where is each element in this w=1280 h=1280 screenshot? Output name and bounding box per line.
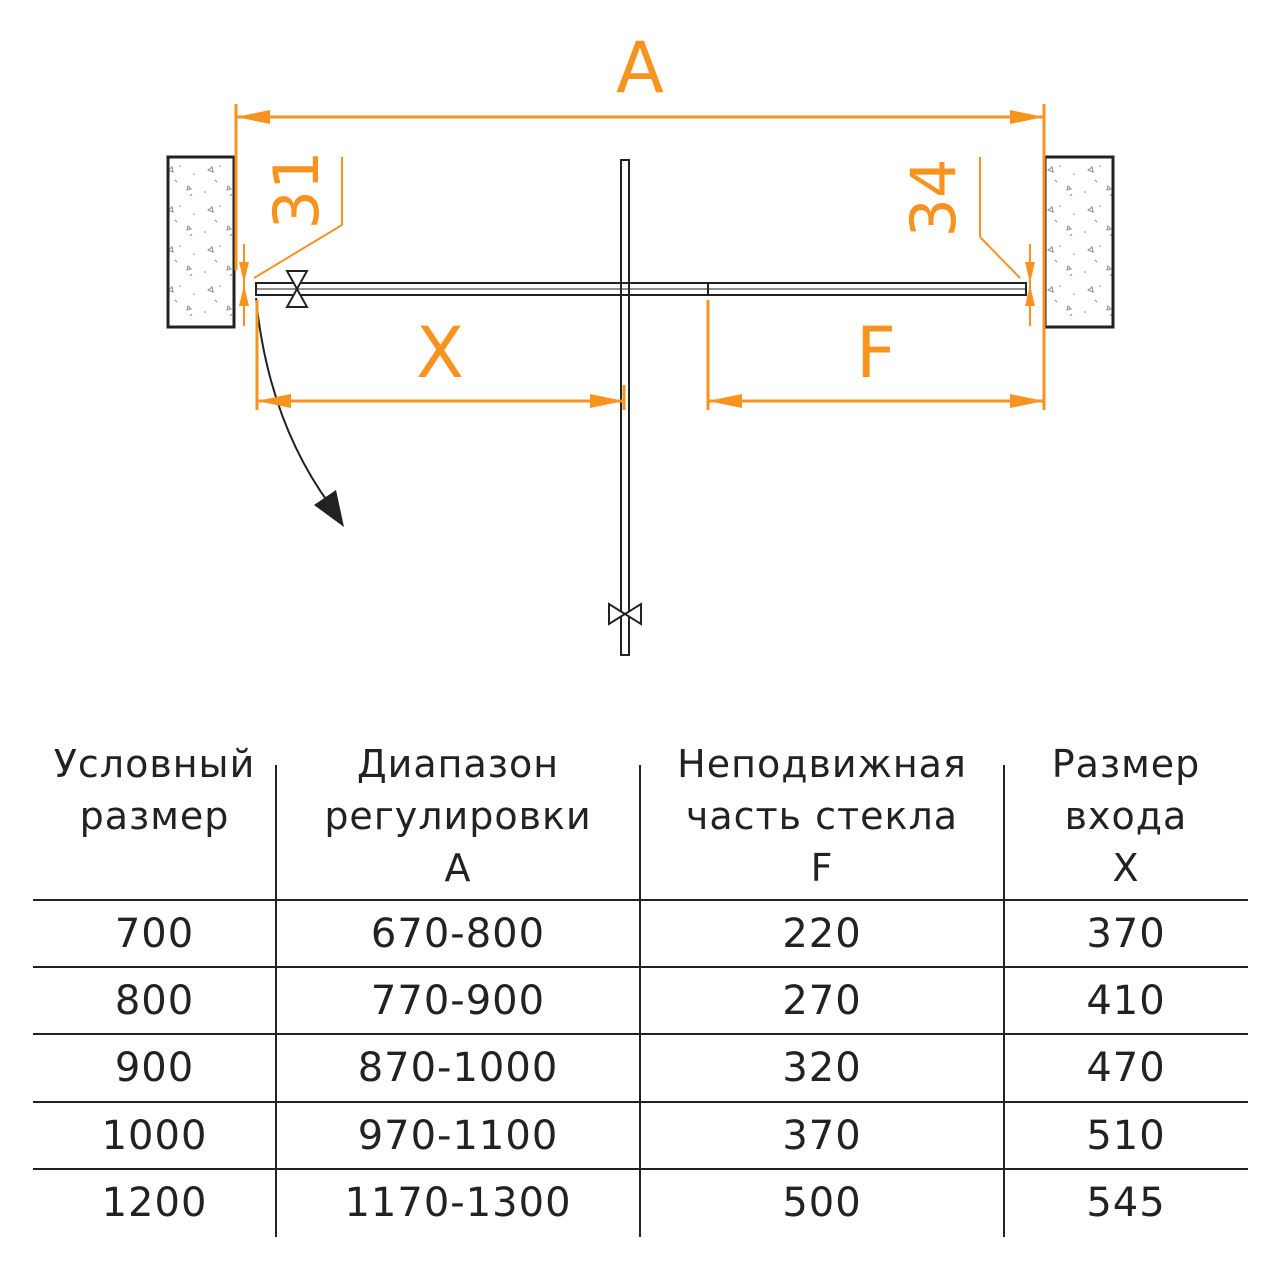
header-line: F [810,846,834,890]
table-cell: 1000 [101,1113,208,1159]
row-divider [33,966,1248,968]
right-gap-dimension [979,157,1035,326]
column-divider [639,765,641,1237]
handle-symbol-top [285,270,309,308]
right-wall [1043,155,1115,329]
dimension-a [234,104,1046,410]
table-cell: 670-800 [370,911,546,957]
header-line: Условный [53,742,256,786]
header-entrance-size: Размер входа X [1004,738,1248,894]
table-cell: 410 [1086,978,1166,1024]
row-divider [33,1168,1248,1170]
header-line: Диапазон [356,742,560,786]
header-line: Размер [1051,742,1201,786]
open-door [620,159,630,656]
right-gap-label: 34 [897,159,970,238]
table-cell: 545 [1086,1180,1166,1226]
header-fixed-glass: Неподвижная часть стекла F [640,738,1004,894]
door-plan-diagram: A 31 34 [166,27,1115,656]
dimension-f-label: F [856,312,896,394]
table-cell: 1200 [101,1180,208,1226]
header-line: A [444,846,472,890]
dimension-f [706,300,1044,410]
header-line: Неподвижная [677,742,967,786]
table-cell: 510 [1086,1113,1166,1159]
header-line: X [1112,846,1140,890]
header-nominal-size: Условный размер [33,738,276,842]
column-divider [1003,765,1005,1237]
table-cell: 470 [1086,1045,1166,1091]
table-cell: 770-900 [370,978,546,1024]
table-cell: 270 [782,978,862,1024]
table-cell: 870-1000 [357,1045,559,1091]
dimension-x-label: X [416,312,464,394]
row-divider [33,899,1248,901]
table-cell: 370 [782,1113,862,1159]
table-cell: 220 [782,911,862,957]
swing-arrow [255,297,344,527]
column-divider [275,765,277,1237]
table-cell: 970-1100 [357,1113,559,1159]
table-cell: 370 [1086,911,1166,957]
dimension-x [255,300,626,410]
row-divider [33,1101,1248,1103]
dimension-a-label: A [616,27,664,109]
left-gap-label: 31 [260,151,333,230]
left-gap-dimension [239,157,343,326]
handle-symbol-bottom [608,602,642,626]
header-line: регулировки [324,794,592,838]
header-line: размер [79,794,230,838]
row-divider [33,1033,1248,1035]
header-line: часть стекла [685,794,959,838]
header-adjustment-range: Диапазон регулировки A [276,738,640,894]
header-line: входа [1064,794,1188,838]
table-cell: 320 [782,1045,862,1091]
table-cell: 500 [782,1180,862,1226]
glass-panels [255,282,1027,296]
table-cell: 800 [114,978,195,1024]
table-cell: 900 [114,1045,195,1091]
table-cell: 1170-1300 [344,1180,572,1226]
table-cell: 700 [114,911,195,957]
left-wall [166,155,236,329]
